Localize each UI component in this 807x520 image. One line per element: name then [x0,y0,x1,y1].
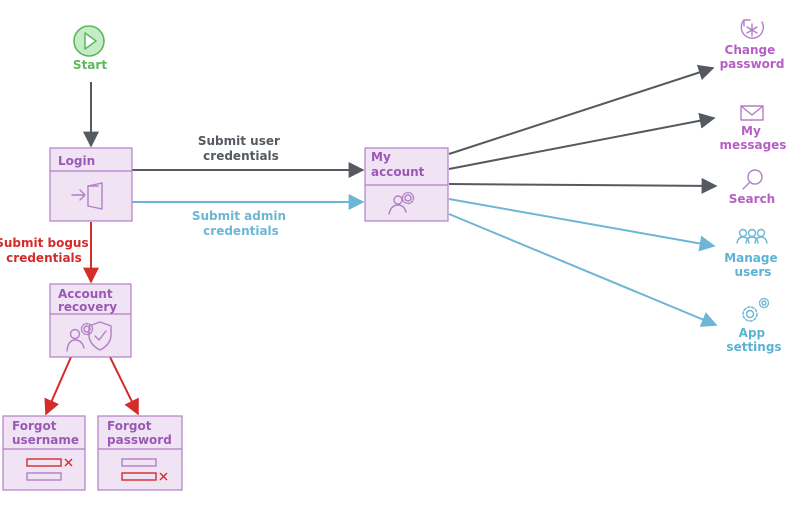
play-triangle [84,32,97,50]
login-title: Login [58,154,95,168]
start-node: Start [73,25,107,72]
forgot-username-title: Forgot username [12,419,79,447]
node-forgot-password[interactable]: Forgot password [97,415,183,491]
edge-account-change-password [448,64,715,155]
my-messages-label: My messages [720,124,787,152]
edge-label-submit-user: Submit user credentials [198,134,284,163]
dest-app-settings[interactable]: App settings [726,297,782,355]
envelope-icon [740,105,764,121]
edge-account-messages [448,112,716,170]
user-shield-icon [66,321,112,352]
edge-account-manage-users [448,198,716,252]
edge-label-submit-bogus: Submit bogus credentials [0,236,93,265]
edge-recovery-username [44,356,72,416]
forgot-password-title: Forgot password [107,419,172,447]
edges [44,64,718,416]
dest-manage-users[interactable]: Manage users [724,228,782,280]
edge-account-search [448,177,718,194]
search-label: Search [729,192,775,206]
start-label: Start [73,58,107,72]
users-icon [736,228,768,244]
invalid-field-icon [26,458,73,481]
my-account-title: My account [371,150,425,179]
user-gear-icon [388,191,415,215]
edge-account-app-settings [448,213,718,327]
app-settings-label: App settings [726,326,781,354]
dest-search[interactable]: Search [729,169,775,206]
change-password-icon [740,19,765,39]
change-password-label: Change password [720,43,785,71]
manage-users-label: Manage users [724,251,782,279]
login-door-icon [71,182,103,210]
gears-icon [742,297,770,322]
search-icon [742,169,763,190]
node-account-recovery[interactable]: Account recovery [49,283,132,358]
account-recovery-title: Account recovery [58,287,117,314]
node-forgot-username[interactable]: Forgot username [2,415,86,491]
dest-change-password[interactable]: Change password [720,19,785,71]
edge-recovery-password [109,356,139,416]
edge-label-submit-admin: Submit admin credentials [192,209,290,238]
node-my-account[interactable]: My account [364,147,449,222]
node-login[interactable]: Login [49,147,133,222]
dest-my-messages[interactable]: My messages [720,105,787,152]
invalid-password-icon [121,458,168,481]
